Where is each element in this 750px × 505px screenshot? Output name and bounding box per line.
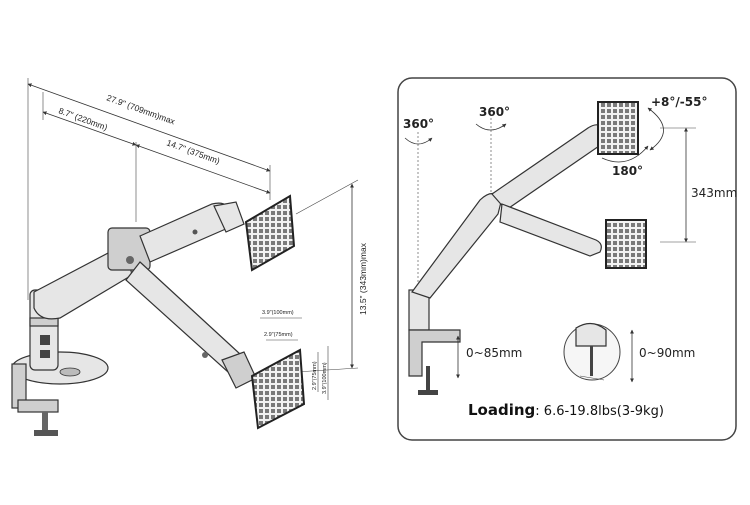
feature-panel-frame [397, 77, 737, 441]
base-offset-label: 8.7" (220mm) [57, 105, 109, 132]
feature-panel: 360° 360° +8°/-55° 180° 343mm [397, 77, 737, 441]
vesa-large-h-label: 3.9"(100mm) [262, 310, 294, 316]
tilt-label: +8°/-55° [651, 95, 707, 109]
rotation-label: 180° [612, 164, 643, 178]
lowered-arm-right [499, 203, 602, 257]
clamp-range-label: 0~85mm [466, 346, 522, 360]
lowered-arm [125, 261, 241, 373]
loading-value: : 6.6-19.8lbs(3-9kg) [535, 404, 664, 419]
arm-swivel-arrow [475, 123, 507, 131]
upper-vesa-plate [244, 194, 296, 272]
tilt-arrow [647, 107, 664, 151]
desk-clamp-base [11, 351, 109, 436]
loading-label: Loading [468, 401, 535, 419]
overall-reach-line [27, 83, 271, 172]
vesa-large-v-label: 3.9"(100mm) [322, 362, 328, 394]
grommet-top [575, 322, 607, 347]
grommet-right: 0~90mm [563, 322, 695, 383]
base-swivel-label: 360° [403, 117, 434, 131]
arm-reach-line [135, 144, 271, 194]
height-top-ref [295, 179, 359, 215]
arm-assembly [408, 101, 647, 331]
vesa-small-h-label: 2.9"(75mm) [264, 332, 293, 338]
grommet-range-label: 0~90mm [639, 346, 695, 360]
lower-plate-right [605, 219, 647, 269]
clamp-body [408, 329, 461, 377]
height-bottom-ref [295, 367, 359, 373]
loading-text: Loading: 6.6-19.8lbs(3-9kg) [468, 401, 664, 419]
tilt-head [213, 201, 245, 233]
left-dimension-drawing: 27.9" (709mm)max 8.7" (220mm) 14.7" (375… [11, 78, 368, 436]
clamp-right: 0~85mm [408, 329, 522, 395]
upper-plate-right [597, 101, 639, 155]
arm-reach-label: 14.7" (375mm) [165, 137, 221, 166]
arm-swivel-label: 360° [479, 105, 510, 119]
base-offset-line [42, 111, 137, 146]
overall-reach-label: 27.9" (709mm)max [105, 92, 177, 126]
vesa-small-v-label: 2.9"(75mm) [312, 361, 318, 390]
height-range-label: 13.5" (343mm)max [358, 242, 368, 315]
lower-vesa-plate [250, 348, 306, 430]
elbow-bolt [126, 256, 134, 264]
rotation-arrow [601, 145, 649, 163]
height-travel-label: 343mm [691, 186, 737, 200]
